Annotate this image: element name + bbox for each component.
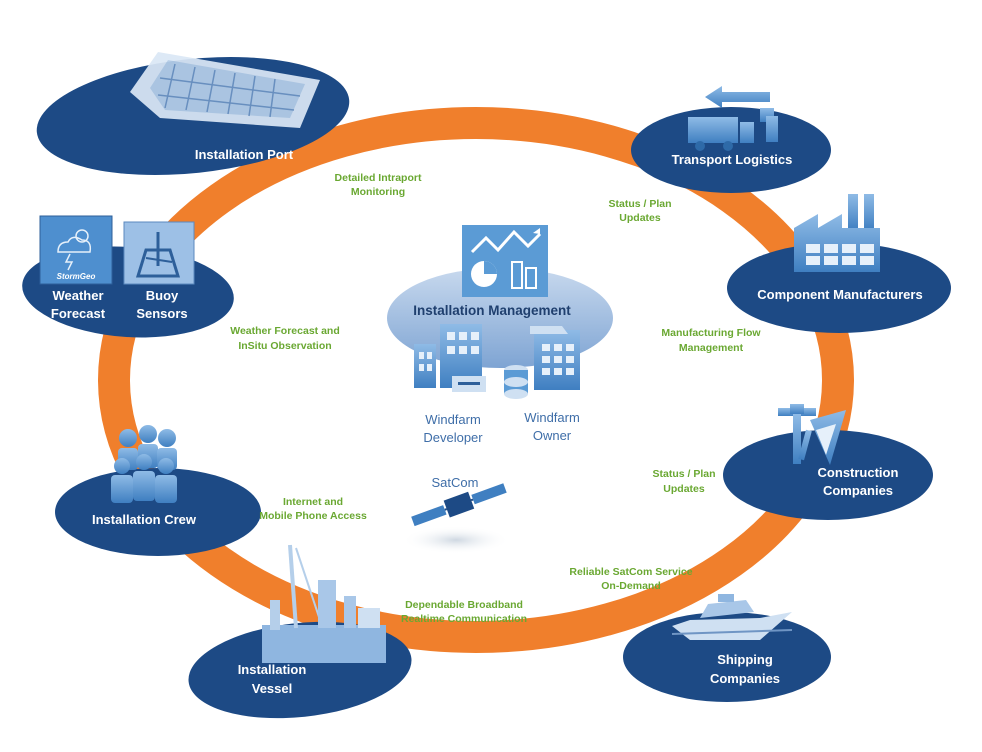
node-label: Forecast xyxy=(51,306,106,321)
node-construction-companies: Construction Companies xyxy=(723,404,933,520)
node-label: Companies xyxy=(823,483,893,498)
chart-icon xyxy=(462,225,548,297)
hub-sub-label: Developer xyxy=(423,430,483,445)
node-shipping-companies: Shipping Companies xyxy=(623,594,831,702)
edge-label-line: On-Demand xyxy=(601,580,661,592)
node-label: Sensors xyxy=(136,306,187,321)
orange-ring xyxy=(98,107,854,653)
node-label: Construction xyxy=(818,465,899,480)
hub-installation-management: Installation Management xyxy=(387,225,613,445)
crew-icon xyxy=(111,425,177,503)
weather-icon: StormGeo xyxy=(39,215,113,285)
hub-sub-label: Windfarm xyxy=(425,412,481,427)
edge-label-line: Management xyxy=(679,342,744,354)
finance-icon xyxy=(504,326,580,399)
edge-label-line: Manufacturing Flow xyxy=(661,327,761,339)
node-weather-buoy: StormGeo Weather Forecast Buoy Sensors xyxy=(22,215,234,338)
hub-sub-label: Owner xyxy=(533,428,572,443)
edge-label-line: Monitoring xyxy=(351,186,405,198)
node-installation-vessel: Installation Vessel xyxy=(188,544,412,719)
edge-label-weather-insitu: Weather Forecast and InSitu Observation xyxy=(230,325,340,352)
office-icon xyxy=(414,324,486,392)
hub-title: Installation Management xyxy=(413,303,571,318)
node-label: Transport Logistics xyxy=(672,152,793,167)
edge-label-line: Mobile Phone Access xyxy=(259,510,367,522)
edge-label-line: Status / Plan xyxy=(652,468,715,480)
edge-label-intraport: Detailed Intraport Monitoring xyxy=(335,172,422,198)
node-label: Vessel xyxy=(252,681,293,696)
edge-label-broadband: Dependable Broadband Realtime Communicat… xyxy=(401,599,527,625)
node-component-manufacturers: Component Manufacturers xyxy=(727,194,951,333)
edge-label-line: InSitu Observation xyxy=(238,340,331,352)
node-ellipse xyxy=(723,430,933,520)
ship-icon xyxy=(671,594,793,640)
edge-label-satcom-service: Reliable SatCom Service On-Demand xyxy=(569,566,692,592)
brand-label: StormGeo xyxy=(57,272,96,281)
node-installation-crew: Installation Crew xyxy=(55,425,261,556)
edge-label-line: Dependable Broadband xyxy=(405,599,523,611)
edge-label-line: Realtime Communication xyxy=(401,613,527,625)
truck-icon xyxy=(688,86,778,151)
node-label: Weather xyxy=(52,288,103,303)
satcom-label: SatCom xyxy=(432,475,479,490)
edge-label-line: Weather Forecast and xyxy=(230,325,340,337)
node-ellipse xyxy=(727,243,951,333)
node-transport-logistics: Transport Logistics xyxy=(631,86,831,193)
node-label: Installation xyxy=(238,662,307,677)
edge-label-status-plan-right: Status / Plan Updates xyxy=(652,468,715,495)
satellite-shadow xyxy=(402,526,510,554)
edge-label-manufacturing: Manufacturing Flow Management xyxy=(661,327,761,354)
edge-label-line: Updates xyxy=(663,483,705,495)
satcom: SatCom xyxy=(402,475,510,554)
node-label: Companies xyxy=(710,671,780,686)
edge-label-line: Updates xyxy=(619,212,661,224)
buoy-icon xyxy=(123,221,195,285)
node-label: Shipping xyxy=(717,652,773,667)
node-label: Buoy xyxy=(146,288,179,303)
vessel-icon xyxy=(262,544,386,663)
edge-label-internet: Internet and Mobile Phone Access xyxy=(259,496,367,522)
edge-label-line: Internet and xyxy=(283,496,343,508)
node-label: Installation Port xyxy=(195,147,294,162)
edge-label-line: Detailed Intraport xyxy=(335,172,422,184)
edge-label-line: Reliable SatCom Service xyxy=(569,566,692,578)
edge-label-status-plan-top: Status / Plan Updates xyxy=(608,198,671,224)
factory-icon xyxy=(794,194,880,272)
hub-sub-label: Windfarm xyxy=(524,410,580,425)
node-installation-port: Installation Port xyxy=(36,52,350,176)
tools-icon xyxy=(778,404,846,465)
node-label: Installation Crew xyxy=(92,512,197,527)
port-icon xyxy=(130,52,320,128)
node-label: Component Manufacturers xyxy=(757,287,922,302)
satellite-icon xyxy=(411,483,507,527)
edge-label-line: Status / Plan xyxy=(608,198,671,210)
node-ellipse xyxy=(55,468,261,556)
